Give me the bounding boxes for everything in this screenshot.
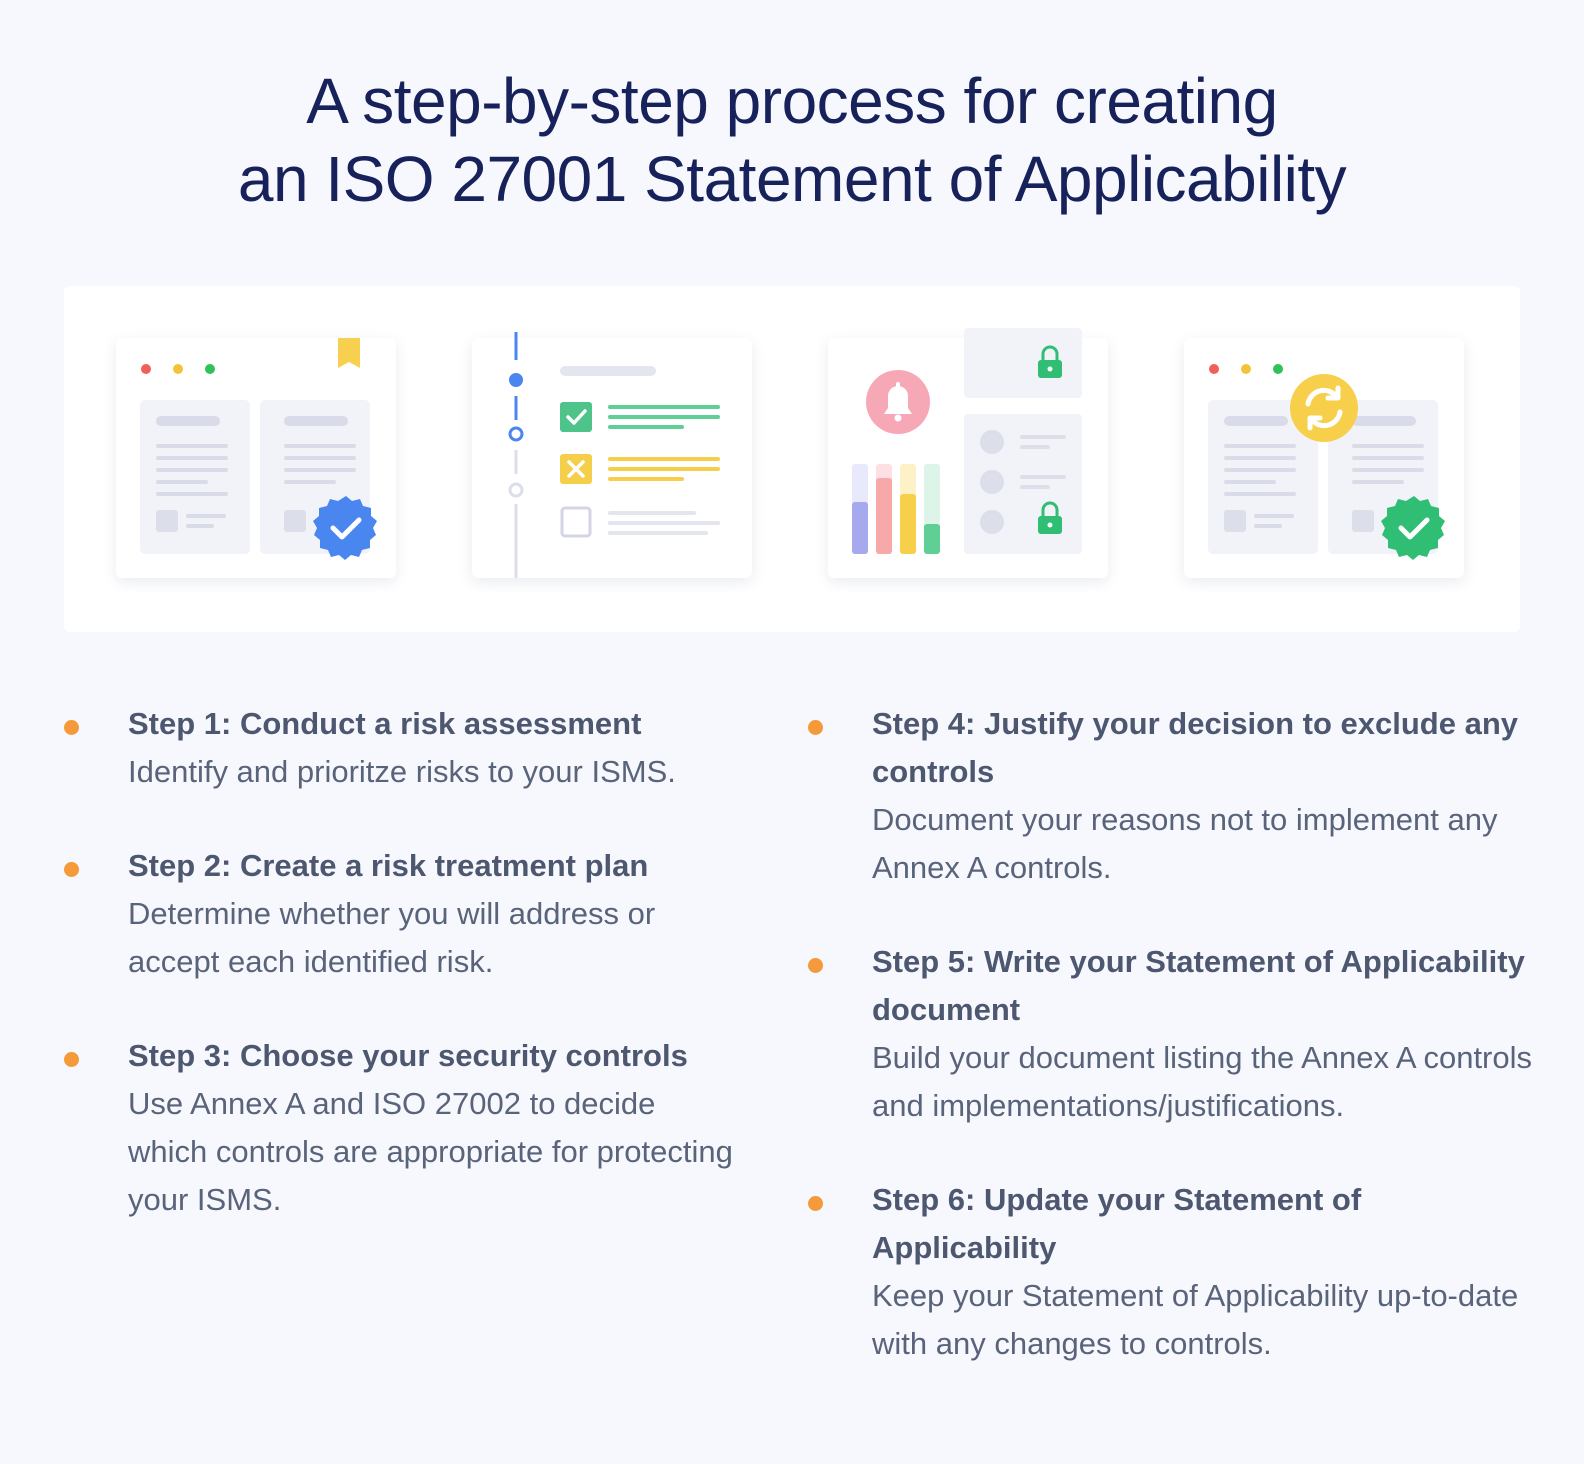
page-title: A step-by-step process for creating an I… <box>0 62 1584 218</box>
window-dot-green <box>1273 364 1283 374</box>
documents-verified-graphic <box>140 338 377 560</box>
lock-panel-top <box>964 328 1082 398</box>
step-title: Step 6: Update your Statement of Applica… <box>872 1182 1362 1265</box>
step-title: Step 2: Create a risk treatment plan <box>128 848 649 883</box>
bullet-dot-icon <box>808 720 823 735</box>
step-description: Build your document listing the Annex A … <box>872 1040 1533 1123</box>
documents-updated-graphic <box>1208 364 1445 560</box>
window-dot-yellow <box>1241 364 1251 374</box>
step-1: Step 1: Conduct a risk assessment Identi… <box>60 700 740 796</box>
step-title: Step 1: Conduct a risk assessment <box>128 706 642 741</box>
lock-icon <box>1038 345 1062 378</box>
illustration-documents-updated <box>1184 338 1464 578</box>
bar-chart-icon <box>852 464 940 554</box>
step-6: Step 6: Update your Statement of Applica… <box>804 1176 1544 1368</box>
bell-icon <box>866 370 930 434</box>
illustration-checklist-timeline <box>472 332 752 578</box>
step-4: Step 4: Justify your decision to exclude… <box>804 700 1544 892</box>
title-line-2: an ISO 27001 Statement of Applicability <box>237 143 1347 215</box>
checklist-timeline-graphic <box>508 332 720 578</box>
illustration-panel <box>64 286 1520 632</box>
step-5: Step 5: Write your Statement of Applicab… <box>804 938 1544 1130</box>
step-description: Keep your Statement of Applicability up-… <box>872 1278 1519 1361</box>
bullet-dot-icon <box>808 1196 823 1211</box>
bullet-dot-icon <box>64 862 79 877</box>
timeline-node-active <box>509 373 523 387</box>
step-description: Identify and prioritze risks to your ISM… <box>128 754 676 789</box>
bullet-dot-icon <box>64 1052 79 1067</box>
timeline-node-pending <box>508 482 524 498</box>
bullet-dot-icon <box>64 720 79 735</box>
bookmark-icon <box>338 338 360 368</box>
step-description: Determine whether you will address or ac… <box>128 896 656 979</box>
steps-column-right: Step 4: Justify your decision to exclude… <box>804 700 1544 1368</box>
step-3: Step 3: Choose your security controls Us… <box>60 1032 740 1224</box>
step-title: Step 5: Write your Statement of Applicab… <box>872 944 1525 1027</box>
step-title: Step 3: Choose your security controls <box>128 1038 688 1073</box>
window-dot-red <box>1209 364 1219 374</box>
bullet-dot-icon <box>808 958 823 973</box>
check-badge-icon <box>1381 496 1445 560</box>
step-description: Document your reasons not to implement a… <box>872 802 1498 885</box>
illustration-documents-verified <box>116 338 396 578</box>
window-dot-red <box>141 364 151 374</box>
checkbox-empty-icon <box>560 506 592 538</box>
window-dot-yellow <box>173 364 183 374</box>
lock-icon <box>1038 501 1062 534</box>
title-line-1: A step-by-step process for creating <box>306 65 1278 137</box>
step-title: Step 4: Justify your decision to exclude… <box>872 706 1519 789</box>
alerts-dashboard-graphic <box>852 328 1082 554</box>
checkbox-x-icon <box>560 454 592 484</box>
timeline-node-current <box>508 426 524 442</box>
illustration-alerts-dashboard <box>828 328 1108 578</box>
step-description: Use Annex A and ISO 27002 to decide whic… <box>128 1086 733 1217</box>
step-2: Step 2: Create a risk treatment plan Det… <box>60 842 740 986</box>
check-badge-icon <box>313 496 377 560</box>
steps-column-left: Step 1: Conduct a risk assessment Identi… <box>60 700 740 1224</box>
checkbox-checked-icon <box>560 402 592 432</box>
refresh-icon <box>1290 374 1358 442</box>
window-dot-green <box>205 364 215 374</box>
